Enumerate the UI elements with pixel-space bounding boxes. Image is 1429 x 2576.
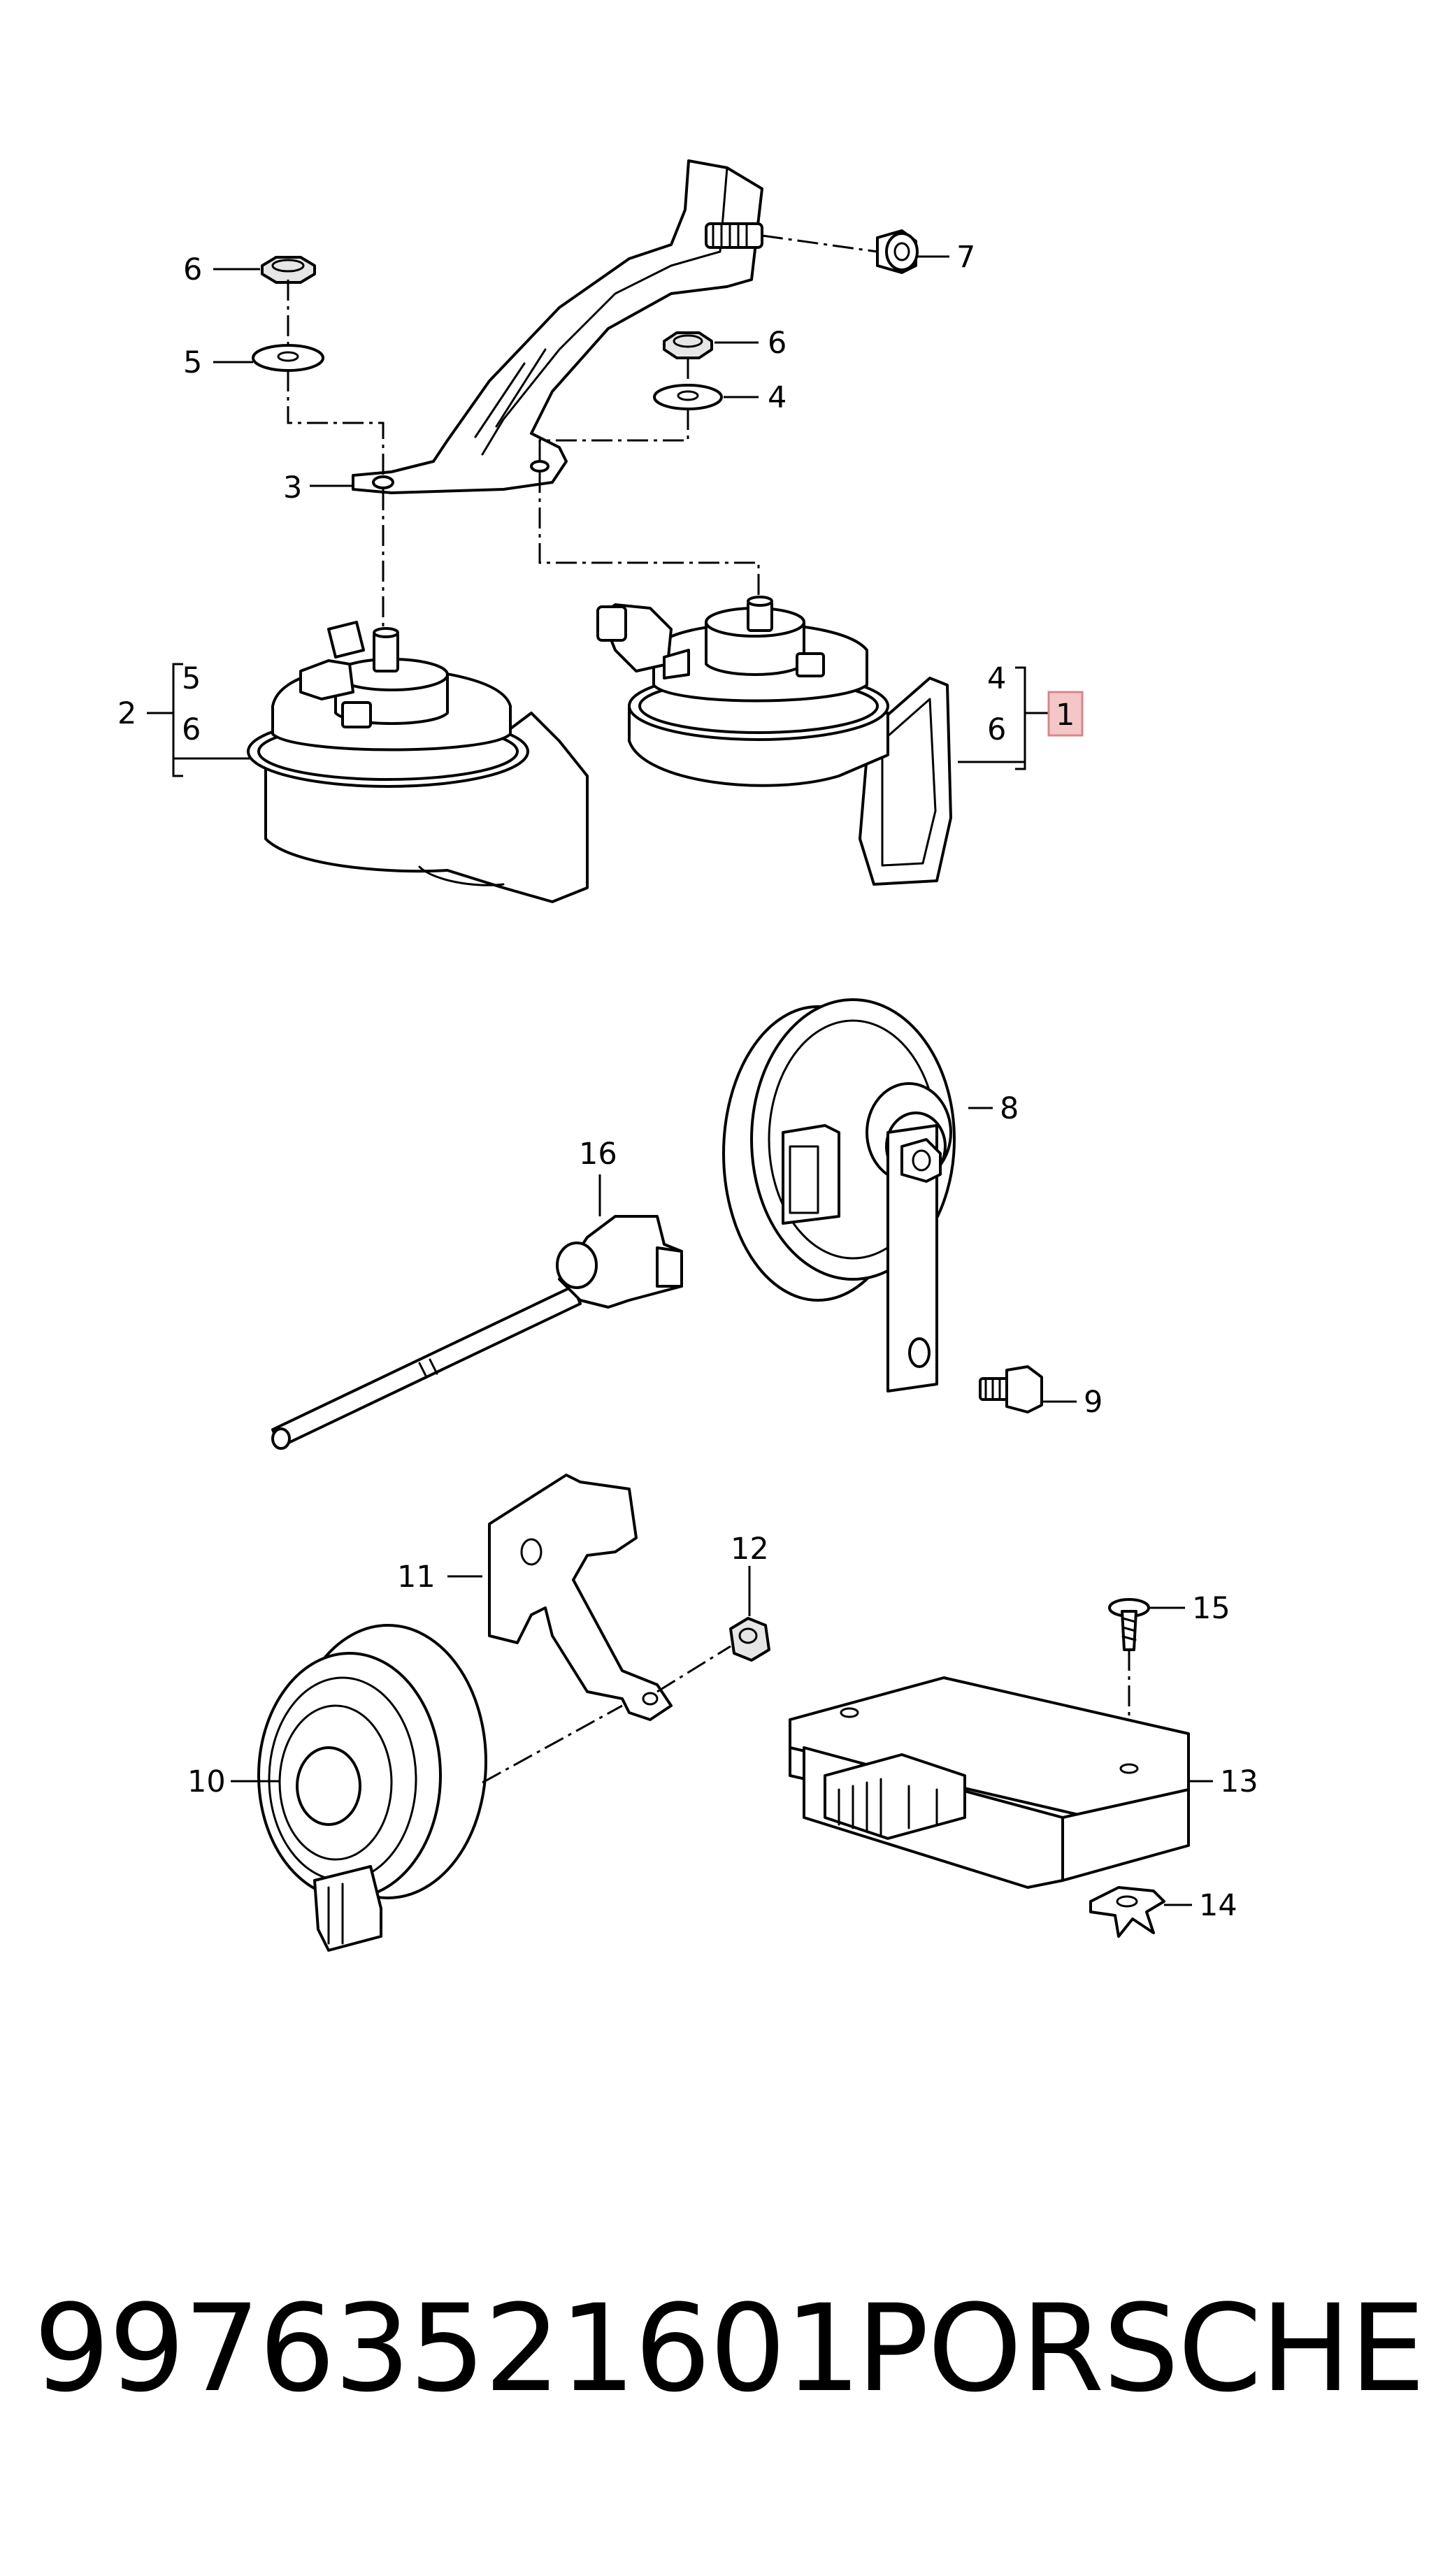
callout-15: 15: [1192, 1591, 1230, 1626]
flange-nut-7: [876, 229, 919, 274]
callout-5-top-left: 5: [183, 345, 202, 380]
bracket-11: [488, 1474, 673, 1721]
callout-1-highlight: [1047, 691, 1084, 737]
callout-8: 8: [1000, 1091, 1019, 1126]
callout-6-top-right: 6: [768, 326, 787, 361]
callout-12: 12: [731, 1532, 769, 1567]
screw-15: [1108, 1598, 1150, 1651]
control-module-13: [789, 1676, 1190, 1889]
washer-4-right: [653, 384, 723, 410]
callout-2: 2: [117, 696, 136, 731]
leaders-bottom: [231, 1566, 1213, 1906]
group-bracket-2: [147, 663, 252, 777]
washer-5-left: [252, 344, 324, 372]
callout-5-group-2: 5: [182, 661, 201, 696]
nut-12: [729, 1617, 770, 1662]
leaders-top: [213, 255, 949, 487]
horn-10: [257, 1624, 487, 1952]
bolt-7-stud: [705, 222, 763, 249]
callout-7: 7: [956, 240, 975, 275]
horn-disc-8: [722, 998, 956, 1393]
callout-14: 14: [1199, 1888, 1237, 1923]
leaders-middle: [598, 1107, 1077, 1403]
bolt-9: [979, 1365, 1043, 1413]
assembly-lines-top: [287, 234, 878, 629]
callout-10: 10: [187, 1764, 226, 1799]
mounting-bracket: [352, 159, 763, 494]
part-number: 99763521601: [34, 2278, 861, 2419]
callout-16: 16: [579, 1137, 617, 1172]
callout-9: 9: [1084, 1385, 1103, 1420]
callout-6-group-2: 6: [182, 712, 201, 747]
horn-high-tone: [596, 596, 952, 886]
nut-6-right: [663, 331, 713, 359]
brand-name: PORSCHE: [856, 2278, 1426, 2419]
footer: 99763521601 PORSCHE: [0, 2286, 1429, 2412]
callout-4-top-right: 4: [768, 380, 787, 415]
callout-11: 11: [397, 1560, 436, 1595]
horn-low-tone: [247, 621, 589, 903]
callout-1: 1: [1056, 698, 1075, 733]
callout-4-group-1: 4: [987, 661, 1006, 696]
sensor-16: [271, 1215, 683, 1450]
callout-13: 13: [1220, 1764, 1258, 1799]
nut-6-left: [261, 256, 316, 284]
clip-14: [1089, 1886, 1165, 1938]
callout-3: 3: [283, 470, 302, 505]
group-bracket-1: [958, 666, 1049, 770]
callout-6-top-left: 6: [183, 252, 202, 287]
callout-6-group-1: 6: [987, 712, 1006, 747]
